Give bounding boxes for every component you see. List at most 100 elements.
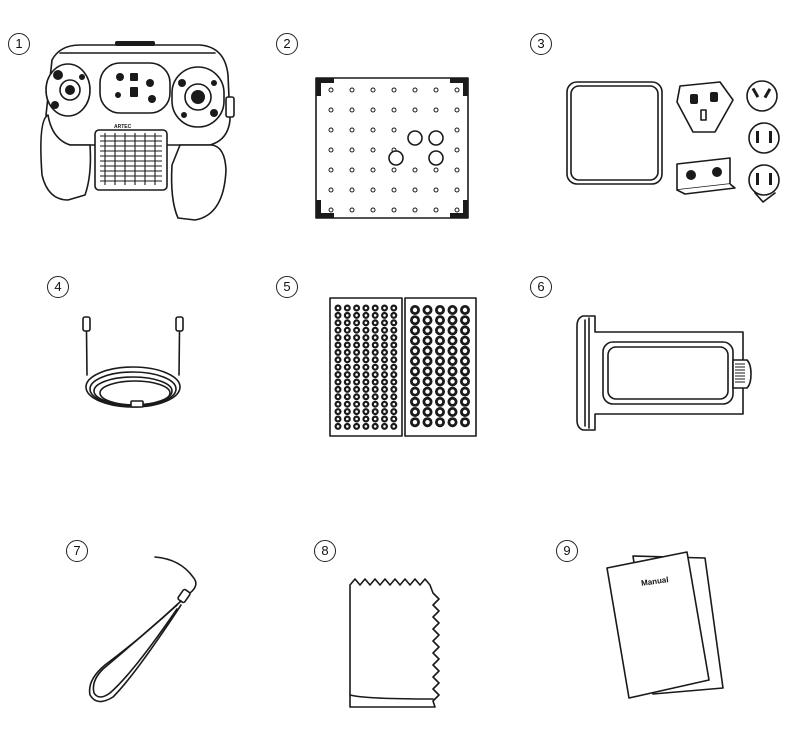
marker-sticker xyxy=(362,326,370,334)
marker-sticker xyxy=(353,304,361,312)
calibration-dot xyxy=(454,207,460,213)
marker-sticker xyxy=(410,376,421,387)
calibration-dot xyxy=(370,147,376,153)
marker-sticker xyxy=(353,385,361,393)
marker-sticker xyxy=(334,326,342,334)
wrist-strap-illustration xyxy=(88,556,197,703)
marker-sticker xyxy=(362,304,370,312)
marker-sticker xyxy=(371,341,379,349)
marker-sticker xyxy=(447,386,458,397)
calibration-dot xyxy=(349,167,355,173)
marker-sticker xyxy=(334,371,342,379)
marker-sticker xyxy=(410,304,421,315)
calibration-dot xyxy=(433,87,439,93)
marker-sticker xyxy=(362,408,370,416)
marker-sticker xyxy=(371,319,379,327)
marker-sticker xyxy=(459,304,470,315)
marker-sticker xyxy=(353,319,361,327)
marker-sticker xyxy=(435,356,446,367)
calibration-dot xyxy=(349,187,355,193)
power-adapter-illustration xyxy=(566,80,780,203)
marker-sticker xyxy=(390,385,398,393)
marker-sticker xyxy=(380,363,388,371)
marker-sticker xyxy=(422,335,433,346)
marker-sticker xyxy=(371,371,379,379)
marker-sticker xyxy=(447,356,458,367)
marker-sticker xyxy=(422,366,433,377)
marker-sticker xyxy=(459,386,470,397)
marker-sticker xyxy=(435,396,446,407)
item-number-9: 9 xyxy=(556,540,578,562)
marker-sticker xyxy=(371,304,379,312)
marker-sticker xyxy=(343,393,351,401)
marker-sticker xyxy=(362,415,370,423)
calibration-dot xyxy=(349,207,355,213)
marker-sticker xyxy=(380,408,388,416)
item-number-8: 8 xyxy=(314,540,336,562)
marker-sticker xyxy=(362,334,370,342)
manual-documents-illustration xyxy=(606,551,724,699)
calibration-dot xyxy=(328,127,334,133)
calibration-dot xyxy=(454,147,460,153)
calibration-dot xyxy=(454,167,460,173)
marker-sticker xyxy=(380,415,388,423)
marker-sticker xyxy=(362,400,370,408)
marker-sticker xyxy=(422,407,433,418)
marker-sticker xyxy=(334,304,342,312)
marker-sticker xyxy=(371,415,379,423)
calibration-dot xyxy=(370,187,376,193)
marker-sticker xyxy=(353,348,361,356)
marker-sticker xyxy=(380,422,388,430)
marker-sticker xyxy=(362,422,370,430)
marker-sticker xyxy=(334,408,342,416)
calibration-dot xyxy=(433,187,439,193)
calibration-dot xyxy=(328,167,334,173)
marker-sticker xyxy=(362,356,370,364)
marker-sticker xyxy=(362,319,370,327)
calibration-dot xyxy=(454,87,460,93)
marker-sticker xyxy=(410,396,421,407)
calibration-dot xyxy=(454,127,460,133)
marker-sticker xyxy=(371,422,379,430)
calibration-dot xyxy=(412,87,418,93)
calibration-dot xyxy=(454,187,460,193)
calibration-dot xyxy=(433,107,439,113)
marker-sticker xyxy=(390,422,398,430)
marker-sticker xyxy=(334,356,342,364)
marker-sticker xyxy=(447,396,458,407)
marker-sticker xyxy=(371,363,379,371)
marker-sticker xyxy=(459,417,470,428)
marker-sticker xyxy=(447,335,458,346)
marker-sticker xyxy=(343,319,351,327)
marker-sticker xyxy=(422,325,433,336)
marker-sticker xyxy=(362,341,370,349)
marker-sticker xyxy=(390,363,398,371)
marker-sticker xyxy=(380,304,388,312)
marker-sticker xyxy=(390,415,398,423)
calibration-dot xyxy=(349,127,355,133)
marker-sticker xyxy=(380,348,388,356)
marker-sticker xyxy=(343,326,351,334)
marker-sticker xyxy=(353,408,361,416)
marker-sticker xyxy=(343,363,351,371)
marker-sticker xyxy=(459,335,470,346)
marker-sticker xyxy=(447,315,458,326)
marker-sticker xyxy=(410,407,421,418)
marker-sticker xyxy=(353,341,361,349)
marker-sticker xyxy=(371,334,379,342)
marker-sticker xyxy=(353,378,361,386)
calibration-dot xyxy=(433,167,439,173)
marker-sticker xyxy=(353,400,361,408)
marker-sticker xyxy=(380,371,388,379)
marker-sticker xyxy=(343,356,351,364)
marker-sticker xyxy=(390,400,398,408)
calibration-dot xyxy=(370,207,376,213)
calibration-dot xyxy=(328,87,334,93)
marker-sticker xyxy=(447,376,458,387)
marker-sticker xyxy=(390,311,398,319)
marker-sticker xyxy=(390,393,398,401)
calibration-dot xyxy=(349,87,355,93)
marker-sticker xyxy=(435,386,446,397)
marker-sticker xyxy=(447,304,458,315)
marker-sticker xyxy=(353,326,361,334)
